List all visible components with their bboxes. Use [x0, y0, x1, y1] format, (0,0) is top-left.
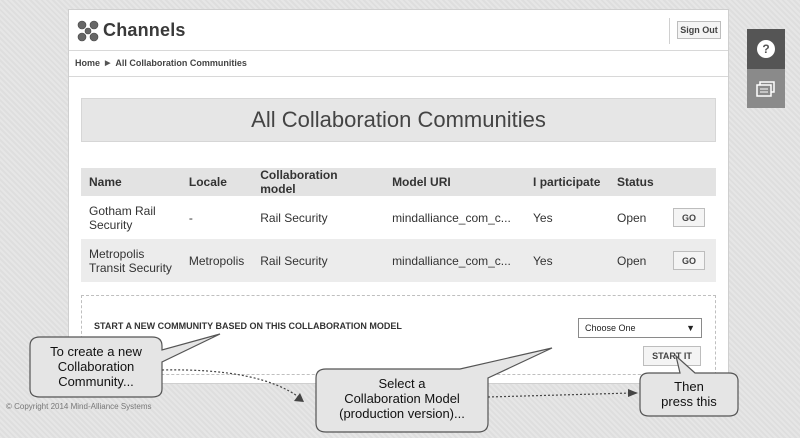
dropdown-arrow-icon: ▼ — [686, 323, 695, 333]
collaboration-model-select[interactable]: Choose One ▼ — [578, 318, 702, 338]
go-button[interactable]: GO — [672, 208, 705, 227]
cell-name: Gotham Rail Security — [81, 196, 181, 239]
cell-locale: - — [180, 196, 253, 239]
communities-table: Name Locale Collaboration model Model UR… — [81, 168, 716, 282]
cell-status: Open — [609, 239, 665, 282]
callout-3-line-1: Then — [674, 379, 704, 394]
sign-out-button[interactable]: Sign Out — [677, 21, 721, 39]
breadcrumb-home-link[interactable]: Home — [75, 58, 101, 68]
cell-model: Rail Security — [252, 239, 385, 282]
breadcrumb: Home ▶ All Collaboration Communities — [75, 58, 247, 68]
select-value: Choose One — [585, 323, 636, 333]
cell-participate: Yes — [525, 239, 609, 282]
column-header-i-participate: I participate — [525, 168, 609, 196]
column-header-status: Status — [609, 168, 665, 196]
notes-tab[interactable] — [747, 69, 785, 108]
cell-participate: Yes — [525, 196, 609, 239]
cell-uri: mindalliance_com_c... — [384, 239, 526, 282]
column-header-name: Name — [81, 168, 181, 196]
callout-1-line-2: Collaboration — [57, 359, 135, 374]
page-title: All Collaboration Communities — [251, 107, 546, 132]
table-header-row: Name Locale Collaboration model Model UR… — [81, 168, 716, 196]
cell-status: Open — [609, 196, 665, 239]
question-icon: ? — [757, 40, 775, 58]
breadcrumb-separator-icon: ▶ — [105, 60, 111, 67]
page-title-bar: All Collaboration Communities — [81, 98, 716, 142]
new-community-panel: START A NEW COMMUNITY BASED ON THIS COLL… — [81, 295, 716, 375]
new-community-label: START A NEW COMMUNITY BASED ON THIS COLL… — [94, 321, 402, 331]
column-header-model-uri: Model URI — [384, 168, 526, 196]
cell-action: GO — [664, 239, 716, 282]
app-header: Channels Sign Out — [69, 10, 728, 51]
copyright-text: © Copyright 2014 Mind-Alliance Systems — [6, 402, 152, 411]
callout-1-line-1: To create a new — [50, 344, 142, 359]
content-divider — [69, 76, 728, 77]
callout-2-line-3: (production version)... — [339, 406, 465, 421]
channels-logo-icon — [77, 20, 99, 42]
notes-icon — [756, 80, 775, 97]
callout-text-2: Select a Collaboration Model (production… — [316, 376, 488, 421]
cell-name: Metropolis Transit Security — [81, 239, 181, 282]
app-title: Channels — [103, 20, 186, 40]
callout-1-line-3: Community... — [58, 374, 134, 389]
cell-uri: mindalliance_com_c... — [384, 196, 526, 239]
help-tab[interactable]: ? — [747, 29, 785, 69]
callout-text-3: Then press this — [640, 379, 738, 409]
start-it-button[interactable]: START IT — [643, 346, 701, 366]
cell-locale: Metropolis — [180, 239, 253, 282]
table-row: Metropolis Transit Security Metropolis R… — [81, 239, 716, 282]
callout-3-line-2: press this — [661, 394, 717, 409]
side-tabs: ? — [747, 29, 785, 108]
table-row: Gotham Rail Security - Rail Security min… — [81, 196, 716, 239]
go-button[interactable]: GO — [672, 251, 705, 270]
callout-2-line-2: Collaboration Model — [344, 391, 460, 406]
header-divider — [669, 18, 670, 44]
cell-action: GO — [664, 196, 716, 239]
breadcrumb-current: All Collaboration Communities — [115, 58, 247, 68]
callout-2-line-1: Select a — [378, 376, 426, 391]
main-panel: Channels Sign Out Home ▶ All Collaborati… — [68, 9, 729, 384]
column-header-action — [664, 168, 716, 196]
column-header-locale: Locale — [180, 168, 253, 196]
callout-text-1: To create a new Collaboration Community.… — [30, 344, 162, 389]
column-header-collaboration-model: Collaboration model — [252, 168, 385, 196]
cell-model: Rail Security — [252, 196, 385, 239]
